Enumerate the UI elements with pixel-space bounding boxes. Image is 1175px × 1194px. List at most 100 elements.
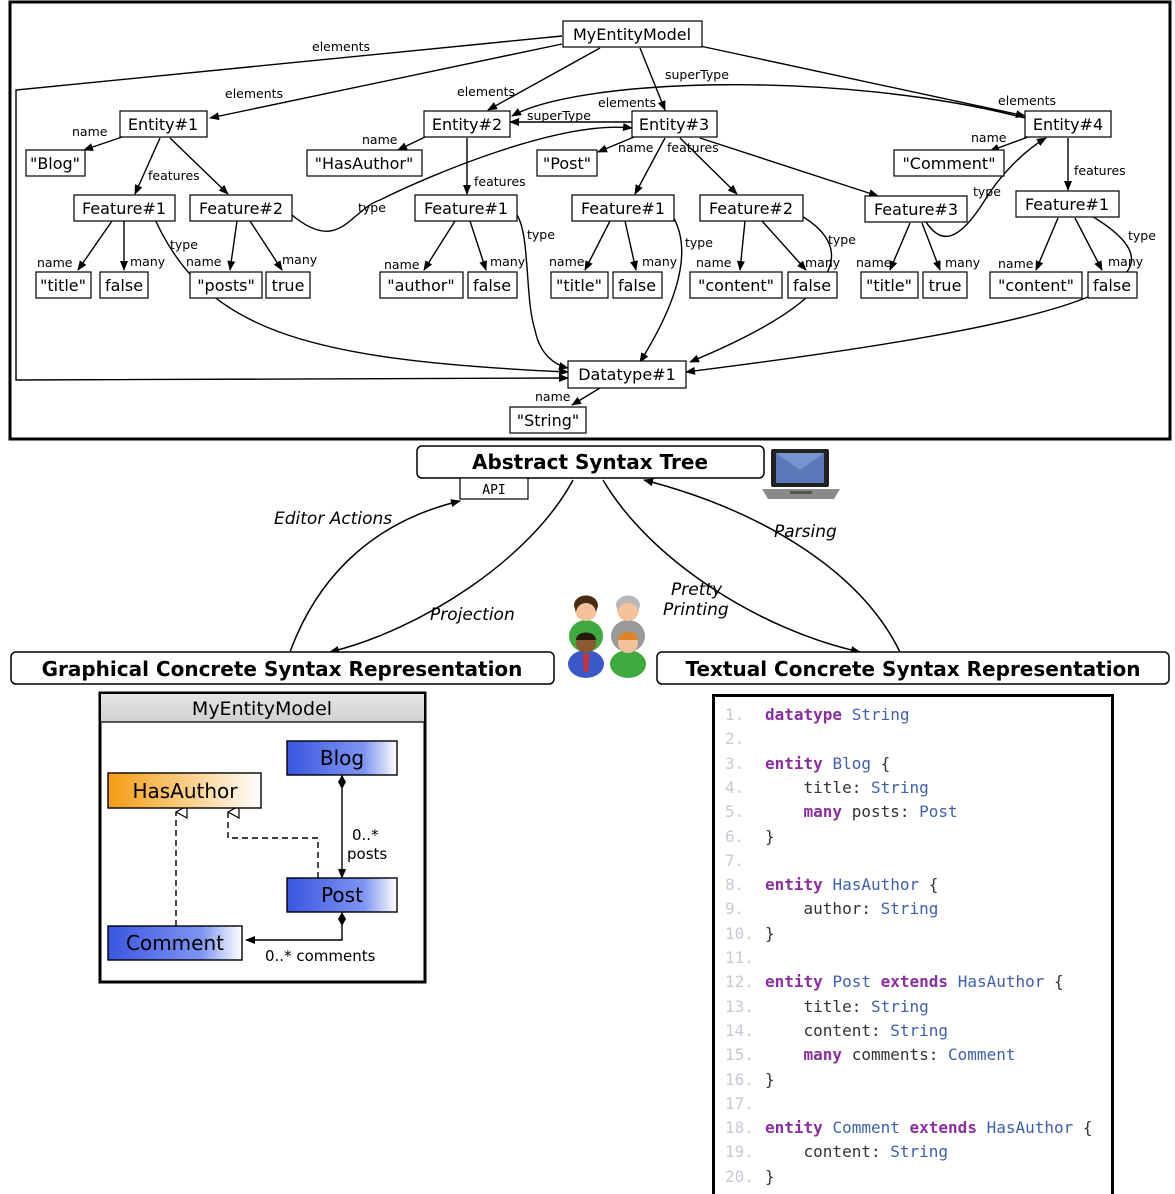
line-number: 14.	[725, 1020, 754, 1040]
svg-text:"author": "author"	[387, 276, 454, 295]
parsing-label: Parsing	[774, 522, 837, 542]
code-line: 12.entity Post extends HasAuthor {	[715, 970, 1064, 994]
edge-label: name	[696, 255, 732, 270]
code-type: HasAuthor	[832, 875, 920, 895]
code-text: }	[765, 923, 775, 943]
edge-label: name	[856, 255, 892, 270]
node-feature: Feature#1	[414, 194, 518, 222]
code-keyword: entity	[765, 753, 823, 773]
edge-label: many	[945, 255, 981, 270]
node-feature: Feature#1	[571, 194, 675, 222]
code-text: posts:	[842, 802, 920, 822]
code-text	[765, 802, 804, 821]
code-keyword: entity	[765, 972, 823, 992]
code-keyword: entity	[765, 1118, 823, 1138]
svg-text:"Comment": "Comment"	[902, 154, 995, 173]
node-value: "title"	[550, 271, 609, 299]
graphical-title-box: Graphical Concrete Syntax Representation	[10, 651, 555, 685]
node-entity: Entity#3	[631, 110, 718, 138]
edge-label: type	[527, 227, 555, 242]
svg-text:Graphical Concrete Syntax Repr: Graphical Concrete Syntax Representation	[42, 657, 523, 681]
svg-text:"HasAuthor": "HasAuthor"	[315, 154, 414, 173]
code-type: String	[870, 777, 929, 797]
svg-text:Post: Post	[321, 883, 363, 907]
code-line: 15. many comments: Comment	[715, 1043, 1015, 1067]
code-text: }	[765, 1166, 775, 1186]
svg-text:"content": "content"	[698, 276, 774, 295]
edge-label: elements	[225, 86, 283, 101]
node-value: false	[99, 271, 149, 299]
code-text: title:	[765, 996, 871, 1016]
code-line: 13. title: String	[715, 995, 929, 1019]
code-line: 11.	[715, 946, 765, 970]
node-feature: Feature#2	[699, 194, 804, 222]
edge-label: elements	[598, 95, 656, 110]
node-value: "String"	[509, 406, 587, 434]
code-text: {	[919, 875, 939, 895]
svg-text:Feature#2: Feature#2	[199, 199, 283, 218]
code-keyword: datatype	[765, 705, 843, 724]
svg-text:Comment: Comment	[126, 931, 224, 955]
code-line: 4. title: String	[715, 776, 929, 800]
line-number: 19.	[725, 1142, 754, 1162]
node-value: "Post"	[536, 149, 598, 177]
line-number: 13.	[725, 996, 754, 1016]
edge-label: features	[474, 174, 526, 189]
code-type: Comment	[948, 1045, 1016, 1065]
node-value: "HasAuthor"	[306, 149, 423, 177]
code-type: Post	[832, 972, 871, 992]
code-line: 1.datatype String	[715, 703, 910, 727]
line-number: 17.	[725, 1093, 754, 1113]
code-text: }	[765, 1069, 775, 1089]
svg-text:"Post": "Post"	[543, 154, 591, 173]
svg-text:Abstract Syntax Tree: Abstract Syntax Tree	[472, 450, 708, 474]
code-line: 7.	[715, 849, 765, 873]
node-value: "Blog"	[25, 149, 86, 177]
code-line: 16.}	[715, 1068, 775, 1092]
uml-class-blog: Blog	[286, 740, 398, 776]
code-line: 5. many posts: Post	[715, 800, 958, 824]
line-number: 15.	[725, 1045, 754, 1065]
svg-text:true: true	[272, 276, 305, 295]
line-number: 18.	[725, 1118, 754, 1138]
svg-text:Feature#1: Feature#1	[424, 199, 508, 218]
code-type: Comment	[832, 1118, 900, 1138]
line-number: 6.	[725, 826, 745, 846]
code-line: 2.	[715, 727, 765, 751]
code-text: {	[1073, 1118, 1093, 1138]
code-text	[823, 754, 833, 773]
line-number: 20.	[725, 1166, 754, 1186]
svg-text:Textual Concrete Syntax Repres: Textual Concrete Syntax Representation	[685, 657, 1140, 681]
svg-text:"title": "title"	[40, 276, 86, 295]
code-text: {	[870, 753, 891, 773]
edge-label: name	[535, 389, 571, 404]
edge-label: type	[828, 232, 856, 247]
code-line: 8.entity HasAuthor {	[715, 873, 938, 897]
line-number: 4.	[725, 777, 745, 797]
node-value: false	[1087, 271, 1138, 299]
edge-label: name	[549, 254, 585, 269]
node-value: "author"	[379, 271, 464, 299]
svg-text:MyEntityModel: MyEntityModel	[573, 25, 691, 44]
edge-label: many	[490, 254, 526, 269]
code-line: 14. content: String	[715, 1019, 948, 1043]
code-keyword: many	[803, 802, 843, 822]
editor-actions-label: Editor Actions	[274, 509, 392, 529]
line-number: 16.	[725, 1069, 754, 1089]
code-line: 17.	[715, 1092, 765, 1116]
line-number: 5.	[725, 802, 745, 822]
posts-role: posts	[347, 845, 387, 863]
node-value: "Comment"	[893, 149, 1005, 177]
svg-text:Feature#1: Feature#1	[1025, 195, 1109, 214]
edge-label: name	[362, 132, 398, 147]
code-text: }	[765, 826, 775, 846]
svg-text:"title": "title"	[556, 276, 602, 295]
node-value: "title"	[35, 271, 92, 299]
edge-label: name	[998, 256, 1034, 271]
api-box: API	[459, 477, 529, 500]
code-type: String	[851, 705, 910, 724]
code-keyword: extends	[909, 1118, 977, 1138]
code-text	[871, 972, 881, 991]
node-value: false	[787, 271, 838, 299]
